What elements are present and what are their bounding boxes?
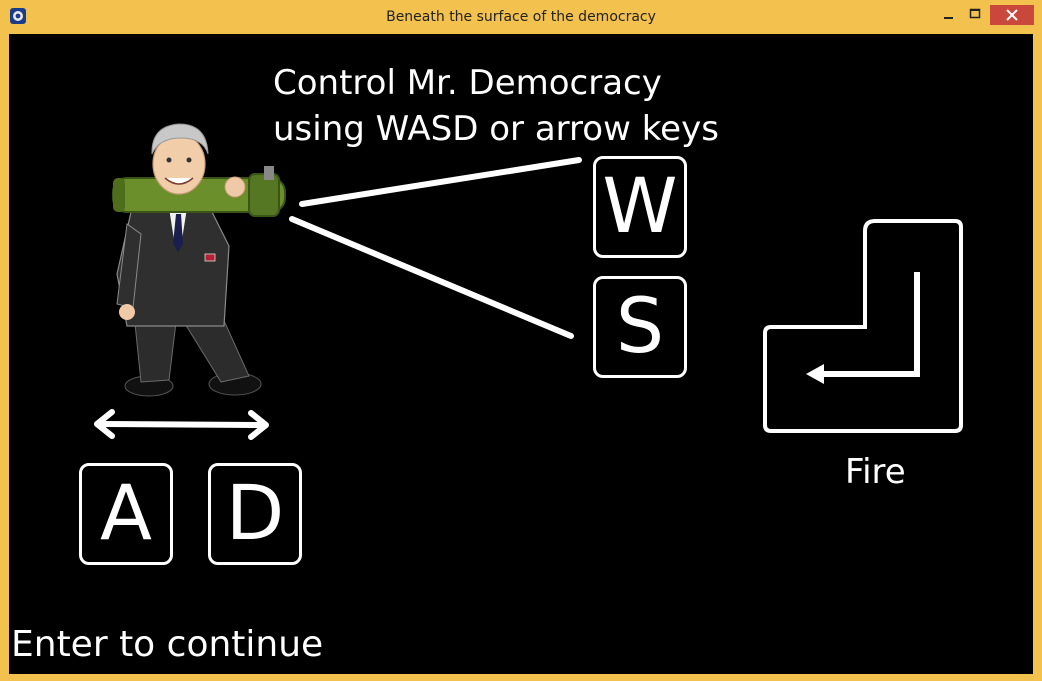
enter-key-icon [763,219,963,433]
continue-prompt: Enter to continue [11,624,324,665]
minimize-button[interactable] [938,5,960,25]
instruction-text: Control Mr. Democracy using WASD or arro… [273,60,719,152]
maximize-button[interactable] [964,5,986,25]
a-key: A [79,463,173,565]
game-canvas[interactable]: Control Mr. Democracy using WASD or arro… [9,34,1033,674]
left-right-arrow-icon [94,409,269,440]
app-icon[interactable] [9,7,27,25]
minimize-icon [944,17,953,19]
maximize-icon [969,8,981,19]
close-button[interactable] [990,5,1034,25]
instruction-line-2: using WASD or arrow keys [273,109,719,149]
close-icon [1006,9,1018,21]
tutorial-graphics [94,123,963,440]
fire-label: Fire [845,452,906,492]
w-key: W [593,156,687,258]
pointer-line-w [299,157,582,207]
instruction-line-1: Control Mr. Democracy [273,63,662,103]
title-bar[interactable]: Beneath the surface of the democracy [0,0,1042,33]
s-key: S [593,276,687,378]
d-key: D [208,463,302,565]
window-title: Beneath the surface of the democracy [386,9,656,25]
mr-democracy-character[interactable] [112,123,286,397]
pointer-line-s [289,216,574,339]
